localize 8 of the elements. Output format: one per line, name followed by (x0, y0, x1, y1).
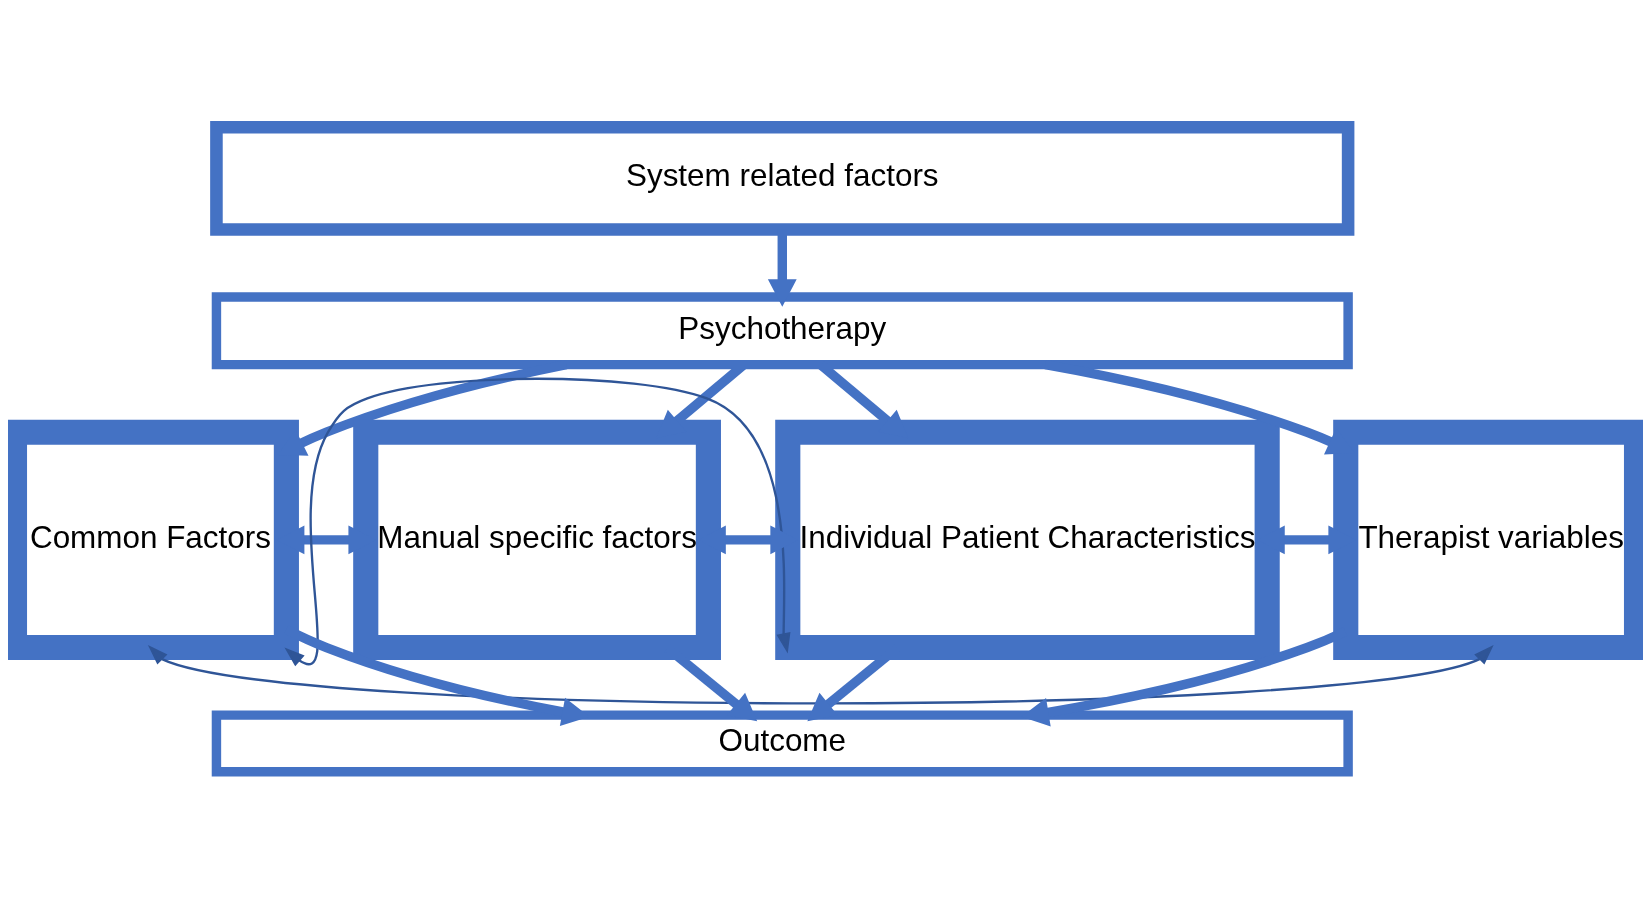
node-box: Common Factors (8, 419, 299, 660)
node-box: Outcome (211, 709, 1353, 776)
arrow (147, 644, 1494, 705)
node-box: Therapist variables (1333, 419, 1643, 660)
arrow (284, 377, 791, 666)
node-box: Psychotherapy (211, 291, 1353, 369)
node-box: Manual specific factors (353, 419, 721, 660)
node-box: System related factors (210, 120, 1355, 236)
